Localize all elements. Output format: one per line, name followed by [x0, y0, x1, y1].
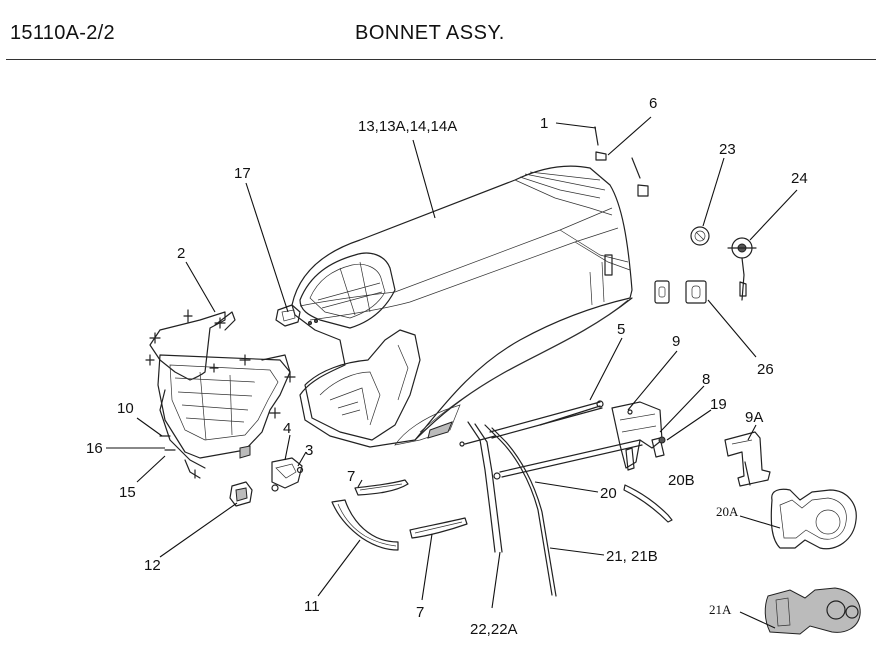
- seal-7-lower: [409, 517, 468, 539]
- gas-strut-5: [459, 400, 604, 447]
- callout-9a: 9A: [745, 409, 763, 426]
- seal-profile-21a: [764, 587, 861, 635]
- bracket-assembly-8-9-19: [611, 401, 666, 471]
- callout-21: 21, 21B: [606, 548, 658, 565]
- callout-labels: 13,13A,14,14A 1 6 23 24 26 17 2 5 9 8 19…: [86, 95, 808, 638]
- callout-26: 26: [757, 361, 774, 378]
- callout-24: 24: [791, 170, 808, 187]
- callout-4: 4: [283, 420, 291, 437]
- callout-3: 3: [305, 442, 313, 459]
- callout-16: 16: [86, 440, 103, 457]
- seal-20b: [623, 484, 673, 523]
- bonnet-hood: [291, 165, 633, 448]
- emblem-12: [229, 481, 253, 507]
- callout-11: 11: [304, 598, 320, 615]
- leader-lines: [106, 116, 798, 629]
- cap-23: [690, 226, 710, 246]
- bolt-set-1-6: [594, 126, 649, 197]
- callout-1: 1: [540, 115, 548, 132]
- callout-5: 5: [617, 321, 625, 338]
- pads-26: [654, 280, 707, 304]
- callout-8: 8: [702, 371, 710, 388]
- hood-latch-3-4: [271, 457, 304, 492]
- latch-bracket-17: [275, 304, 318, 327]
- callout-19: 19: [710, 396, 727, 413]
- callout-12: 12: [144, 557, 161, 574]
- callout-9: 9: [672, 333, 680, 350]
- seal-11: [331, 499, 399, 551]
- callout-20a: 20A: [716, 504, 739, 519]
- callout-15: 15: [119, 484, 136, 501]
- callout-17: 17: [234, 165, 251, 182]
- callout-10: 10: [117, 400, 134, 417]
- bracket-9a: [724, 431, 771, 487]
- callout-21a: 21A: [709, 602, 732, 617]
- seal-strip-22: [467, 421, 503, 553]
- callout-7-lower: 7: [416, 604, 424, 621]
- callout-7-upper: 7: [347, 468, 355, 485]
- callout-22: 22,22A: [470, 621, 518, 638]
- callout-6: 6: [649, 95, 657, 112]
- callout-20: 20: [600, 485, 617, 502]
- callout-23: 23: [719, 141, 736, 158]
- screw-set-grille: [145, 309, 296, 479]
- seal-7-upper: [354, 479, 409, 496]
- header-rule: [6, 59, 876, 60]
- seal-profile-20a: [770, 488, 857, 550]
- gauge-24: [727, 237, 757, 301]
- callout-13: 13,13A,14,14A: [358, 118, 457, 135]
- seal-strip-21: [484, 424, 557, 597]
- page-title: BONNET ASSY.: [355, 22, 505, 44]
- page-header: 15110A-2/2 BONNET ASSY.: [0, 0, 881, 60]
- callout-20b: 20B: [668, 472, 695, 489]
- part-code: 15110A-2/2: [10, 22, 115, 44]
- front-grille-assembly: [149, 311, 291, 479]
- callout-2: 2: [177, 245, 185, 262]
